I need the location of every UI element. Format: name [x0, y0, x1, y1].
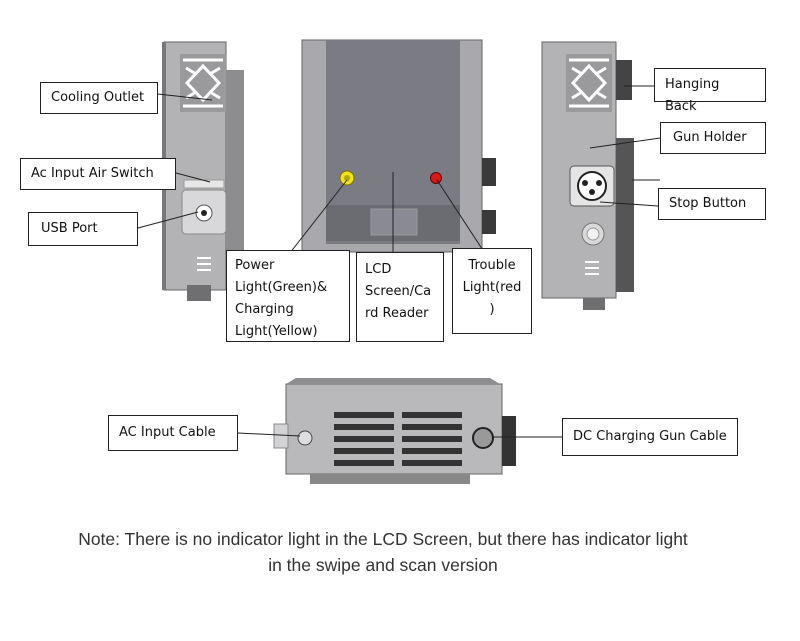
- footnote: Note: There is no indicator light in the…: [0, 526, 766, 578]
- label-usb-port: USB Port: [28, 212, 138, 246]
- usb-port: [181, 189, 227, 235]
- footnote-line-1: Note: There is no indicator light in the…: [78, 529, 688, 549]
- right-side-view: [541, 41, 634, 310]
- label-hanging-back: Hanging Back: [654, 68, 766, 114]
- bottom-view: [273, 378, 516, 484]
- leader-lines: [137, 85, 661, 438]
- trouble-light-indicator: [430, 172, 442, 184]
- label-trouble-light: Trouble Light(red ): [452, 248, 532, 334]
- cooling-outlet-grille: [180, 54, 226, 112]
- front-view: [301, 39, 496, 253]
- label-gun-holder: Gun Holder: [660, 122, 766, 154]
- ac-input-cable-gland: [297, 430, 313, 446]
- hanging-back-grille: [566, 54, 612, 112]
- label-dc-charging-gun-cable: DC Charging Gun Cable: [562, 418, 738, 456]
- label-cooling-outlet: Cooling Outlet: [40, 82, 158, 114]
- footnote-line-2: in the swipe and scan version: [268, 555, 498, 575]
- vent-slots: [334, 412, 462, 466]
- label-lcd-screen: LCD Screen/Ca rd Reader: [356, 252, 444, 342]
- label-power-light: Power Light(Green)& Charging Light(Yello…: [226, 250, 350, 342]
- dc-cable-gland: [472, 427, 494, 449]
- label-stop-button: Stop Button: [658, 188, 766, 220]
- stop-button-knob: [581, 222, 605, 246]
- gun-holder-socket: [569, 165, 615, 207]
- label-ac-input-air-switch: Ac Input Air Switch: [20, 158, 176, 190]
- label-ac-input-cable: AC Input Cable: [108, 415, 238, 451]
